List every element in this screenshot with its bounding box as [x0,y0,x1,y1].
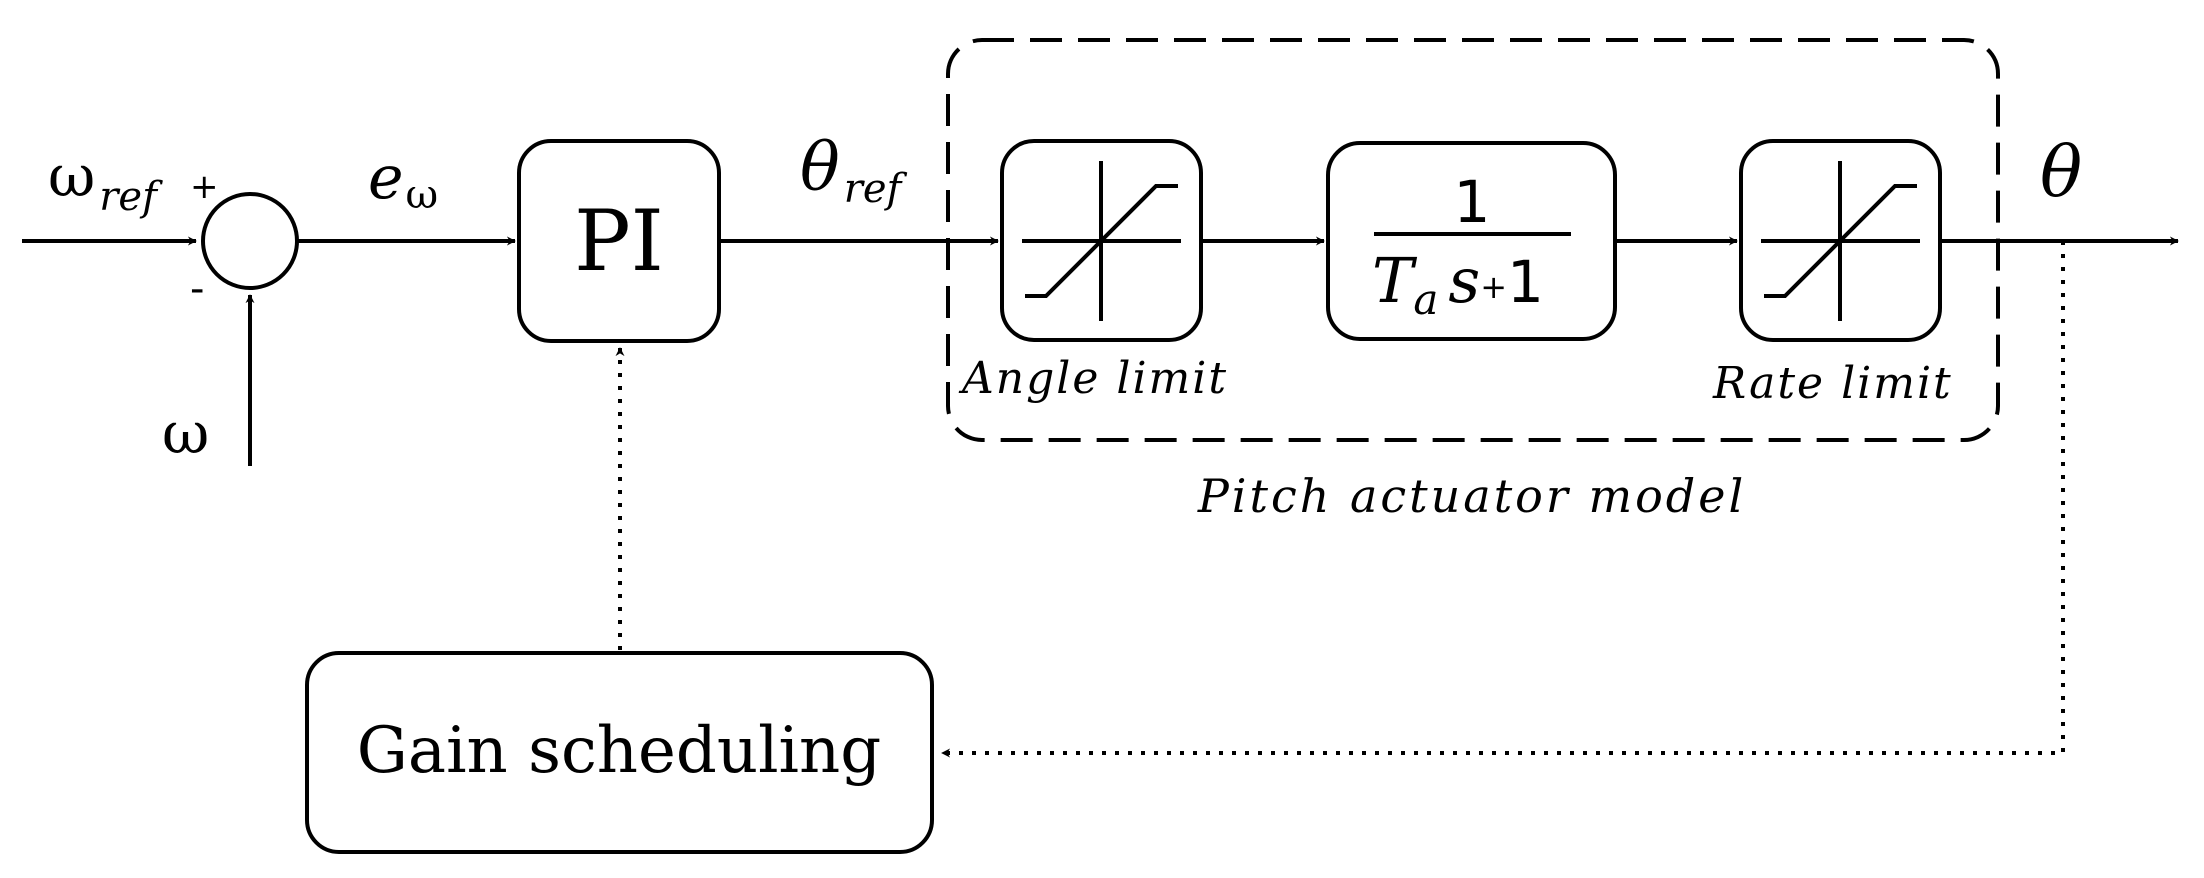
summing-junction [201,192,299,290]
saturation-icon-angle [1022,161,1181,321]
gain-scheduling-block [305,651,934,854]
omega-feedback-label: ω [162,399,209,467]
gain-scheduling-label: Gain scheduling [357,714,881,788]
theta-to-gain-scheduling-arrow [941,241,2065,758]
tf-numerator: 1 [1454,168,1491,236]
transfer-function-block [1326,141,1617,341]
pi-controller-block [517,139,721,343]
saturation-icon-rate [1761,161,1920,321]
minus-sign: - [190,266,204,312]
pitch-actuator-model-caption: Pitch actuator model [1197,469,1746,523]
pi-label: PI [574,192,664,290]
plus-sign: + [190,167,219,207]
error-signal-label: eω [368,143,438,218]
theta-output-label: θ [2040,131,2082,213]
rate-limit-caption: Rate limit [1712,358,1953,409]
angle-limit-caption: Angle limit [958,353,1228,404]
